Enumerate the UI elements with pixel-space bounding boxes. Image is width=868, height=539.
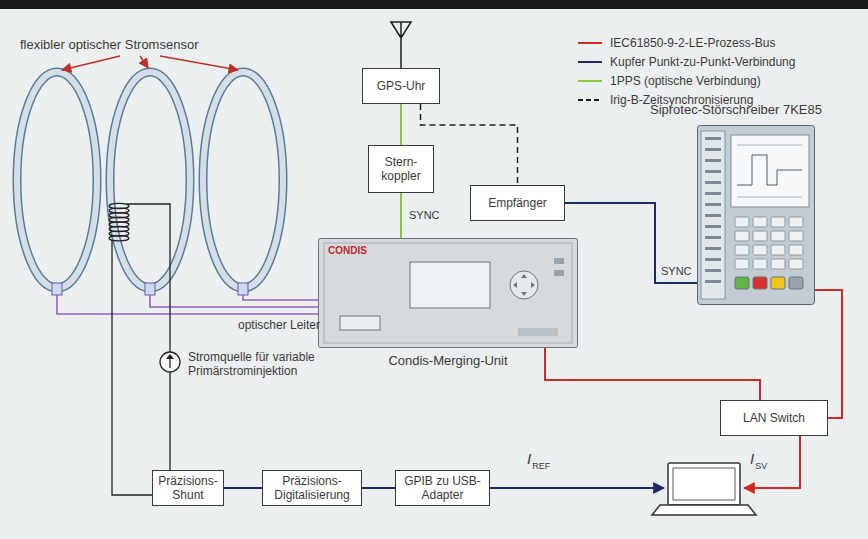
legend-line-sample	[578, 75, 602, 87]
device-label: CONDIS	[328, 245, 367, 257]
box-label: Präzisions- Digitalisierung	[267, 474, 357, 503]
antenna-symbol	[391, 22, 411, 68]
legend-text: IEC61850-9-2-LE-Prozess-Bus	[610, 36, 775, 50]
callout-label: flexibler optischer Stromsensor	[20, 37, 198, 53]
connector	[400, 193, 402, 238]
box-label: GPIB zu USB-Adapter	[400, 474, 485, 503]
box-label: Empfänger	[475, 196, 560, 210]
coil-symbol	[109, 203, 129, 240]
box-label: Präzisions- Shunt	[157, 474, 219, 503]
signal-name: I	[527, 450, 531, 468]
device-outline	[697, 125, 815, 305]
connector	[224, 487, 262, 489]
process-box: Stern- koppler	[368, 145, 434, 193]
laptop-icon	[652, 463, 756, 515]
legend-text: 1PPS (optische Verbindung)	[610, 74, 761, 88]
connector	[565, 203, 697, 283]
box-label: LAN Switch	[725, 411, 823, 425]
process-box: Präzisions- Digitalisierung	[262, 470, 362, 506]
device-label: Condis-Merging-Unit	[318, 353, 578, 369]
process-box: Empfänger	[470, 185, 565, 221]
optical-fibre	[57, 295, 318, 314]
process-box: GPIB zu USB-Adapter	[395, 470, 490, 506]
signal-subscript: SV	[755, 461, 767, 472]
legend-row: Kupfer Punkt-zu-Punkt-Verbindung	[578, 55, 795, 69]
sampled-value-arrow	[744, 436, 800, 488]
signal-name: I	[750, 450, 754, 468]
process-box: LAN Switch	[720, 400, 828, 436]
injection-wire	[112, 204, 170, 495]
signal-subscript: REF	[532, 461, 550, 472]
legend-line-sample	[578, 56, 602, 68]
top-bar	[0, 0, 868, 9]
connector	[421, 104, 518, 185]
connector	[400, 104, 402, 145]
legend-line-sample	[578, 94, 602, 106]
optical-current-sensor	[17, 72, 283, 295]
callout-label: optischer Leiter	[238, 318, 320, 332]
callout-label: Stromquelle für variable Primärstrominje…	[188, 350, 338, 379]
box-label: Stern- koppler	[373, 155, 429, 184]
connector	[362, 487, 395, 489]
reference-signal-arrow	[490, 487, 664, 489]
process-box: GPS-Uhr	[362, 68, 440, 104]
legend-row: Irig-B-Zeitsynchronisierung	[578, 93, 753, 107]
connector	[815, 290, 842, 418]
signal-name: SYNC	[659, 265, 694, 278]
signal-name: SYNC	[407, 209, 442, 222]
process-box: Präzisions- Shunt	[152, 470, 224, 506]
connector	[545, 348, 760, 400]
legend-row: IEC61850-9-2-LE-Prozess-Bus	[578, 36, 775, 50]
legend-row: 1PPS (optische Verbindung)	[578, 74, 761, 88]
box-label: GPS-Uhr	[367, 79, 435, 93]
legend-text: Irig-B-Zeitsynchronisierung	[610, 93, 753, 107]
legend-text: Kupfer Punkt-zu-Punkt-Verbindung	[610, 55, 795, 69]
leader-arrow	[62, 56, 238, 70]
current-source-symbol	[160, 352, 180, 372]
device-illustration: Siprotec-Störschreiber 7KE85	[697, 125, 815, 305]
legend-line-sample	[578, 37, 602, 49]
device-illustration: CONDISCondis-Merging-Unit	[318, 238, 578, 348]
